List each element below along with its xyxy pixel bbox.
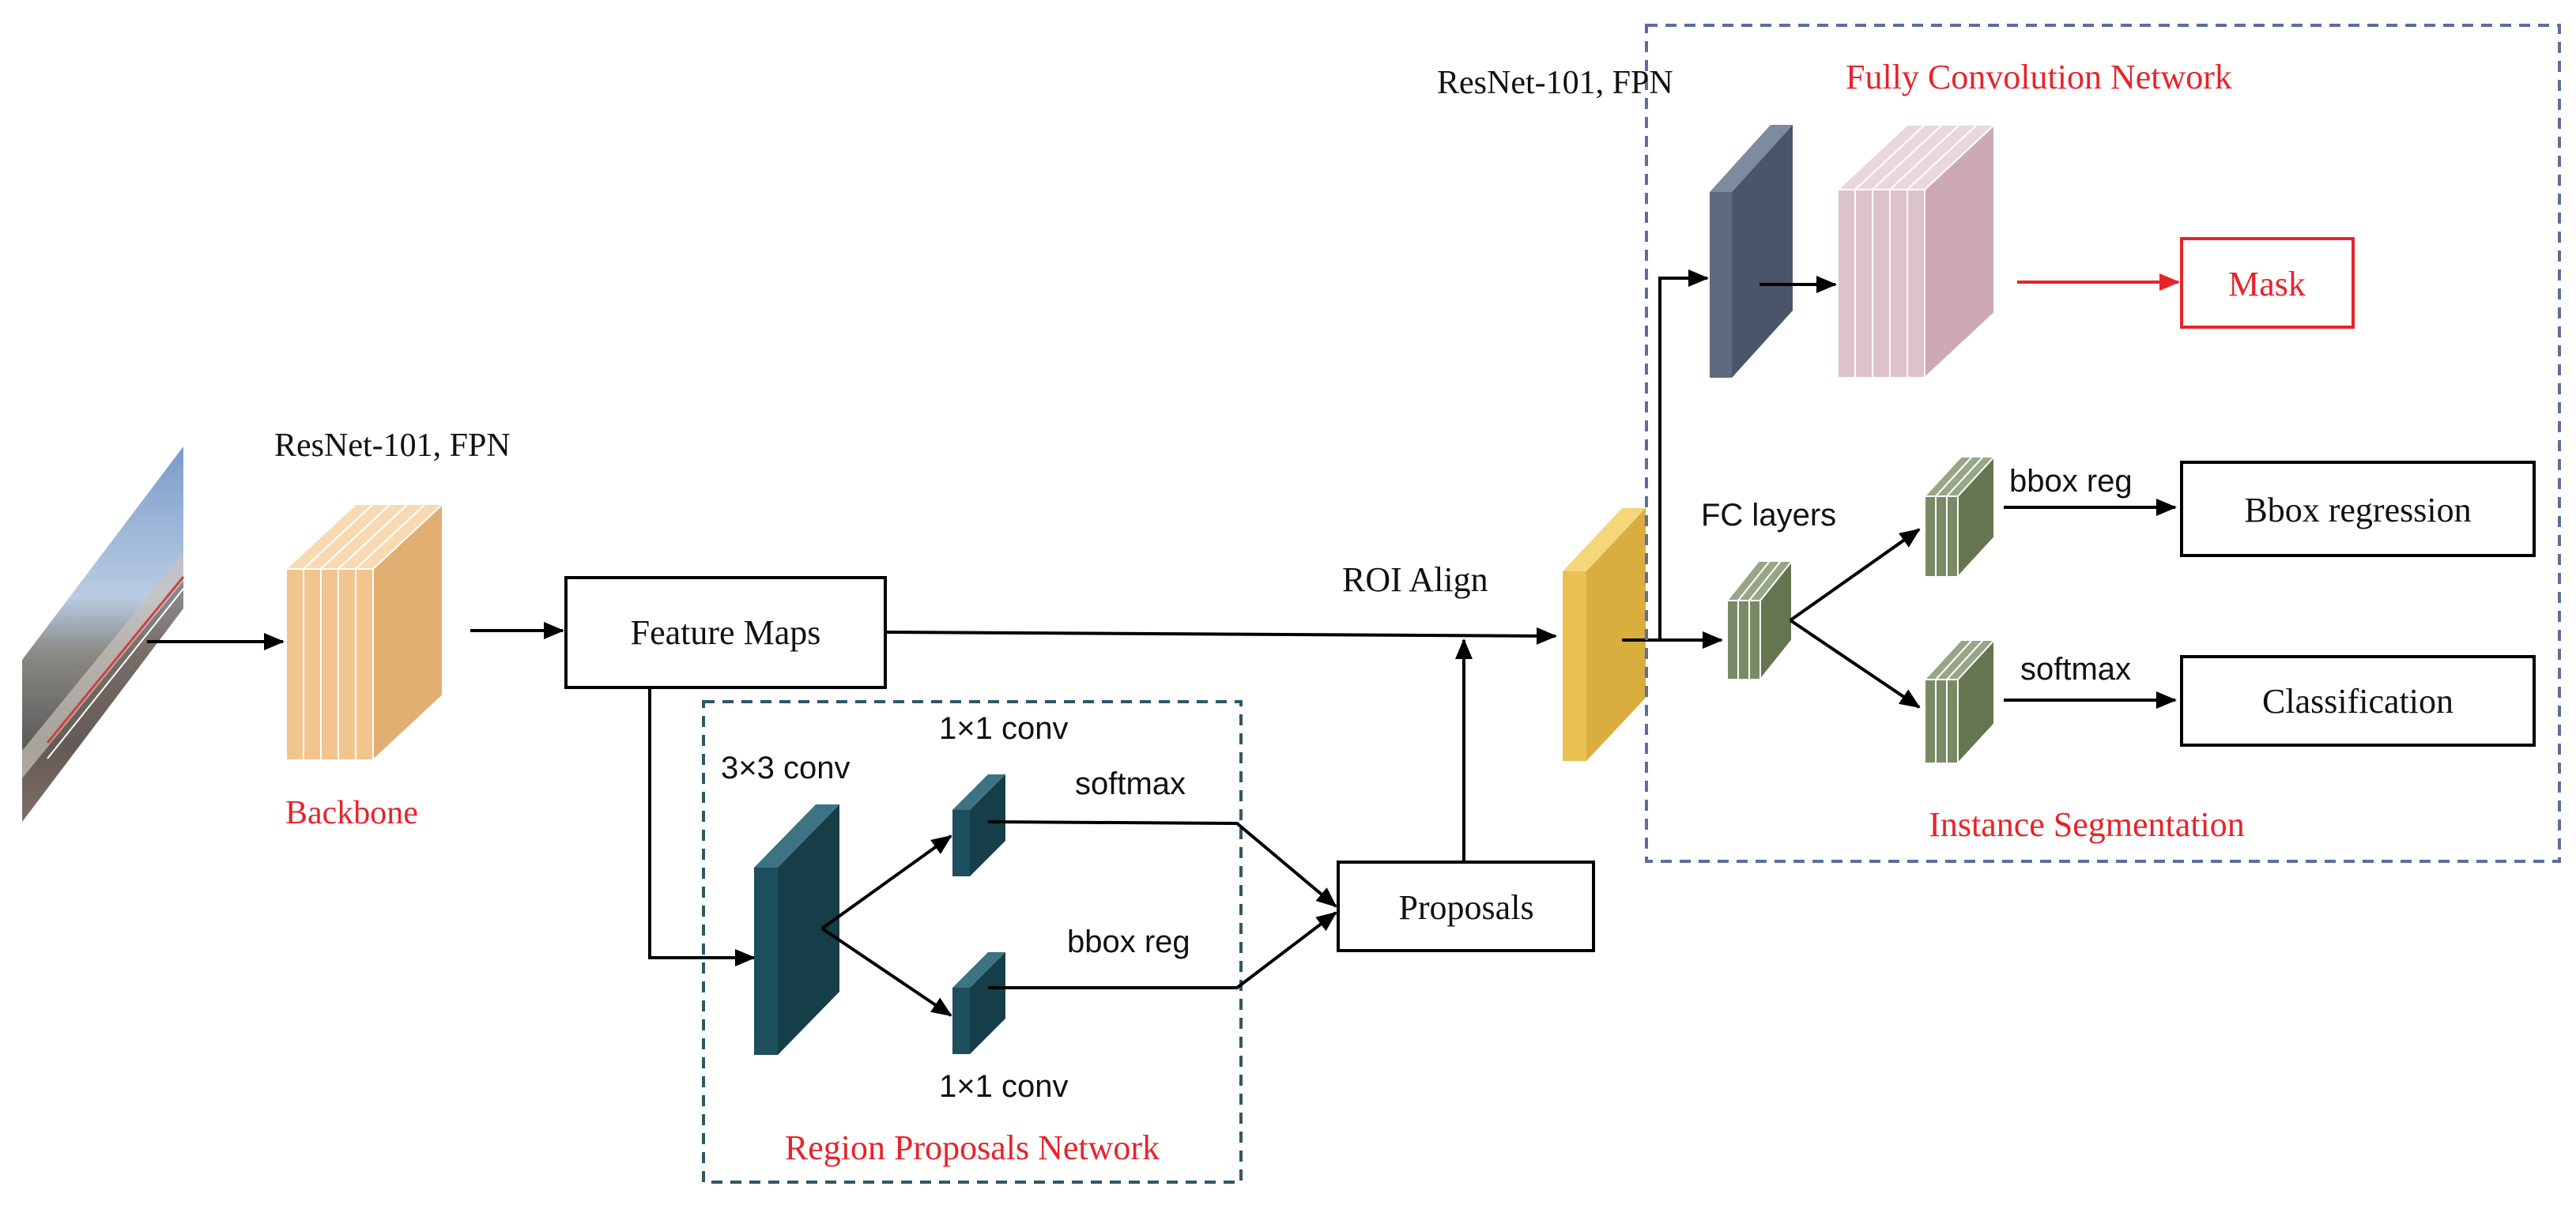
fcn-slab-5 xyxy=(1905,122,1997,380)
rpn-bboxreg-label: bbox reg xyxy=(1067,925,1190,959)
softhead-slab-3 xyxy=(1944,638,1997,766)
mask-box: Mask xyxy=(2180,237,2355,329)
arrow-featuremaps-roi xyxy=(884,627,1557,645)
arrow-softmax-proposals xyxy=(987,820,1337,908)
rpn-box xyxy=(702,700,1243,1184)
bboxreg-head-stack xyxy=(1922,454,1997,579)
head-bboxreg-label: bbox reg xyxy=(2009,464,2133,499)
proposals-box: Proposals xyxy=(1337,861,1595,952)
rpn-softmax-label: softmax xyxy=(1075,766,1186,801)
rpn-conv3x3-block xyxy=(754,804,839,1055)
fcn-conv-block xyxy=(1710,125,1793,378)
fcn-title: ResNet-101, FPN xyxy=(1437,65,1673,101)
roi-align-block xyxy=(1563,508,1646,761)
bbox-regression-box: Bbox regression xyxy=(2180,461,2536,557)
arrow-featuremaps-rpn xyxy=(648,687,756,966)
backbone-stack xyxy=(284,502,445,763)
instance-seg-box xyxy=(1645,24,2561,863)
input-image xyxy=(22,446,185,822)
fc-slab-3 xyxy=(1747,559,1794,682)
backbone-title: ResNet-101, FPN xyxy=(274,427,511,464)
feature-maps-box: Feature Maps xyxy=(564,576,887,689)
rpn-conv1x1-bottom-block xyxy=(952,952,1005,1054)
conv1x1-top-label: 1×1 conv xyxy=(939,711,1068,746)
arrow-fc-softhead xyxy=(1789,619,1921,709)
arrow-conv3-conv1-bottom xyxy=(820,927,952,1017)
classification-box: Classification xyxy=(2180,655,2536,747)
rpn-conv1x1-top-block xyxy=(952,774,1005,876)
bboxhead-slab-3 xyxy=(1944,454,1997,579)
arrow-fc-bboxhead xyxy=(1789,528,1921,622)
mask-label: Mask xyxy=(2228,265,2306,303)
backbone-label: Backbone xyxy=(285,795,418,831)
arrow-roi-fcn xyxy=(1658,269,1709,640)
rpn-label: Region Proposals Network xyxy=(785,1128,1160,1167)
head-softmax-label: softmax xyxy=(2020,652,2131,687)
bbox-regression-label: Bbox regression xyxy=(2244,491,2471,529)
arrow-bboxreg-proposals xyxy=(988,911,1337,989)
classification-label: Classification xyxy=(2262,682,2453,721)
roi-align-label: ROI Align xyxy=(1342,560,1488,599)
fcn-stack xyxy=(1835,122,1997,380)
proposals-label: Proposals xyxy=(1398,888,1533,927)
softmax-head-stack xyxy=(1922,638,1997,766)
instance-seg-label: Instance Segmentation xyxy=(1929,805,2245,844)
backbone-slab-5 xyxy=(353,502,445,763)
fcn-label: Fully Convolution Network xyxy=(1846,58,2232,96)
feature-maps-label: Feature Maps xyxy=(631,613,821,652)
conv1x1-bottom-label: 1×1 conv xyxy=(939,1069,1068,1104)
conv3x3-label: 3×3 conv xyxy=(721,751,850,785)
arrow-conv3-conv1-top xyxy=(820,834,952,930)
fc-layers-stack xyxy=(1725,559,1794,682)
fc-layers-label: FC layers xyxy=(1701,498,1836,533)
